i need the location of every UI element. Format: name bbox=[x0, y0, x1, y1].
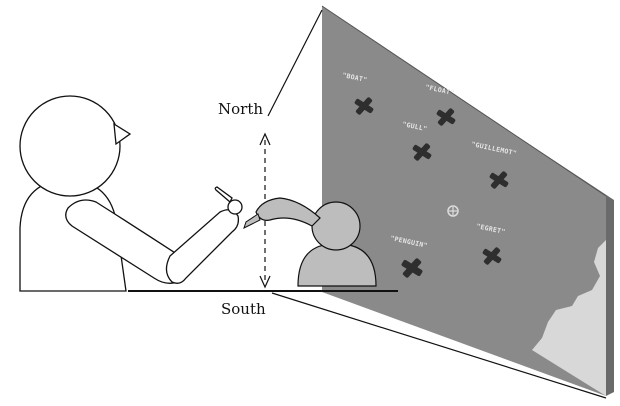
participant-arm-fore bbox=[165, 209, 240, 284]
perspective-line-bottom bbox=[271, 292, 607, 399]
target-x-boat bbox=[354, 97, 374, 115]
target-x-float bbox=[436, 108, 456, 126]
participant-figure bbox=[19, 95, 243, 292]
coast-landmass bbox=[532, 240, 606, 396]
target-x-gull bbox=[412, 143, 432, 161]
participant-finger bbox=[214, 186, 233, 204]
partner-avatar bbox=[243, 197, 377, 287]
projection-screen bbox=[321, 5, 614, 396]
participant-hand bbox=[227, 199, 243, 215]
south-label: South bbox=[221, 300, 266, 318]
north-south-arrow bbox=[259, 132, 271, 289]
participant-beak bbox=[113, 122, 132, 146]
partner-head bbox=[311, 201, 361, 251]
target-x-egret bbox=[482, 247, 502, 265]
partner-hand bbox=[243, 213, 261, 229]
partner-arm bbox=[255, 197, 321, 227]
target-x-penguin bbox=[401, 258, 423, 278]
target-x-guillemot bbox=[489, 171, 509, 189]
screen-border-top bbox=[321, 5, 607, 197]
target-markers bbox=[354, 97, 509, 278]
center-target-icon bbox=[447, 205, 459, 217]
screen-surface bbox=[322, 6, 606, 396]
perspective-line-top bbox=[267, 9, 323, 117]
participant-head bbox=[19, 95, 121, 197]
north-label: North bbox=[218, 100, 263, 118]
